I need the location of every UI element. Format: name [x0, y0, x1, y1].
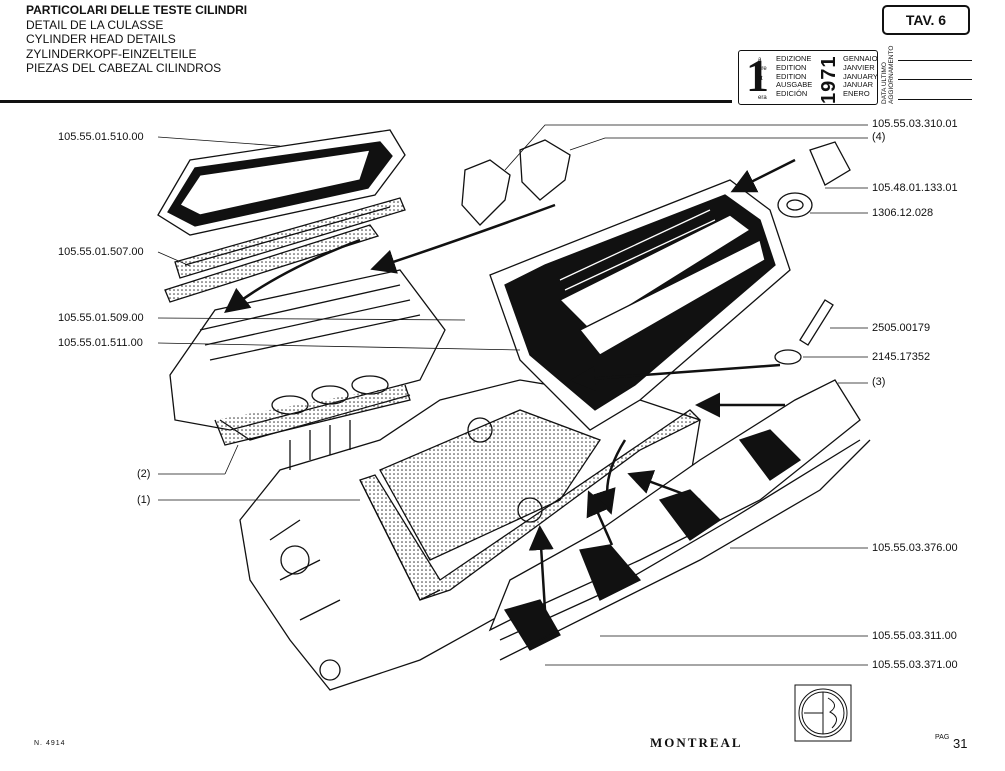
page-label: PAG	[935, 734, 950, 741]
oil-filler-cap	[777, 141, 851, 218]
header-rule	[0, 100, 732, 103]
title-german: ZYLINDERKOPF-EINZELTEILE	[26, 46, 197, 61]
part-label: 2505.00179	[872, 322, 931, 334]
cover-gasket	[174, 197, 406, 279]
bolt	[774, 299, 834, 365]
cover-gasket-lower	[164, 224, 380, 303]
edition-labels: EDIZIONE EDITION EDITION AUSGABE EDICIÓN	[776, 54, 813, 99]
document-code: N. 4914	[34, 740, 66, 747]
edition-months: GENNAIO JANVIER JANUARY JANUAR ENERO	[843, 54, 878, 99]
left-cylinder-head	[169, 269, 446, 446]
part-label: 1306.12.028	[872, 207, 934, 219]
part-label: 2145.17352	[872, 351, 931, 363]
title-italian: PARTICOLARI DELLE TESTE CILINDRI	[26, 3, 248, 17]
part-label: 105.55.03.311.00	[872, 630, 957, 642]
alfa-romeo-cam-cover	[489, 179, 791, 431]
plate-number-box: TAV. 6	[882, 5, 970, 35]
part-label: (1)	[137, 494, 151, 506]
title-block: PARTICOLARI DELLE TESTE CILINDRI DETAIL …	[26, 3, 247, 76]
part-label: 105.55.01.510.00	[58, 131, 144, 143]
part-label: 105.48.01.133.01	[872, 182, 958, 194]
part-label: 105.55.03.376.00	[872, 542, 958, 554]
part-label: 105.55.01.509.00	[58, 312, 144, 324]
update-line	[898, 60, 972, 61]
update-line	[898, 79, 972, 80]
part-label: (2)	[137, 468, 151, 480]
title-spanish: PIEZAS DEL CABEZAL CILINDROS	[26, 61, 222, 76]
page-number: 31	[953, 736, 968, 751]
part-label: 105.55.01.507.00	[58, 246, 144, 258]
inner-cam-cover	[157, 129, 406, 236]
brand-logo-text: MONTREAL	[650, 735, 743, 750]
part-label: (3)	[872, 376, 886, 388]
edition-number: 1	[746, 50, 769, 101]
part-label: 105.55.01.511.00	[58, 337, 143, 349]
part-label: (4)	[872, 131, 886, 143]
part-label: 105.55.03.310.01	[872, 118, 958, 130]
bearing-caps	[488, 379, 871, 661]
alfa-romeo-emblem	[794, 684, 852, 742]
cam-caps-small	[461, 139, 571, 226]
edition-box	[738, 50, 878, 105]
edition-suffixes: a ère st . era	[758, 57, 767, 101]
part-label: 105.55.03.371.00	[872, 659, 958, 671]
head-gasket	[359, 409, 702, 601]
title-french: DETAIL DE LA CULASSE	[26, 17, 164, 32]
title-english: CYLINDER HEAD DETAILS	[26, 32, 176, 47]
update-line	[898, 99, 972, 100]
